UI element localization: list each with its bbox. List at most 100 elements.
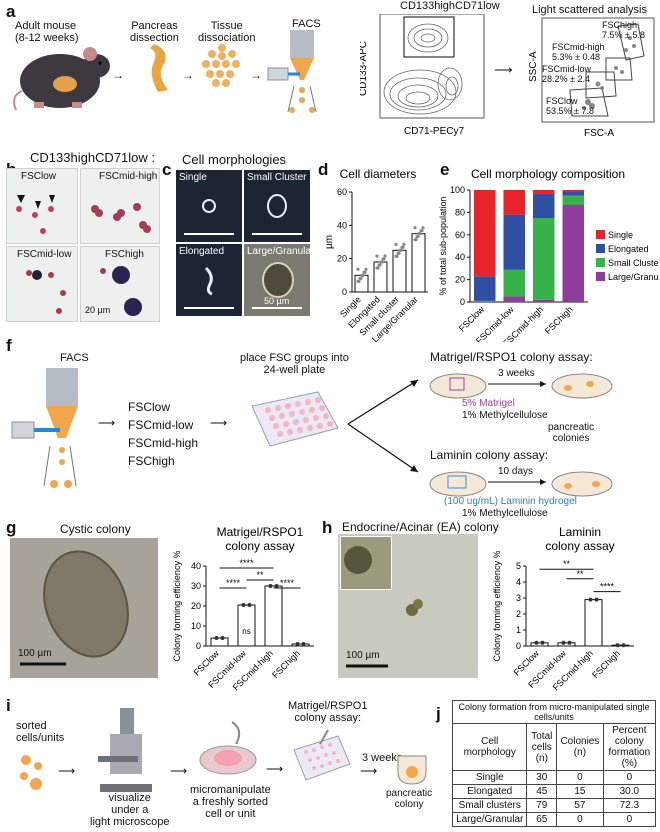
bar: [411, 233, 426, 293]
chart-title: Cell morphology composition: [471, 167, 625, 181]
data-point: [396, 251, 400, 255]
significance-label: **: [256, 570, 264, 580]
cell-image-label: Elongated: [179, 246, 225, 257]
mouse-label: Adult mouse(8-12 weeks): [15, 20, 79, 44]
significance-label: ****: [280, 578, 295, 588]
stacked-bar-segment: [474, 300, 496, 302]
panel-d-label: d: [318, 160, 329, 179]
y-tick-label: 5: [516, 561, 521, 571]
data-point: [394, 254, 398, 258]
matrigel-time: 3 weeks: [498, 368, 535, 379]
pancreatic-colonies-line2: colonies: [552, 433, 590, 444]
pancreatic-colonies-line1: pancreatic: [548, 422, 595, 433]
gate-mid-low-name: FSCmid-low: [542, 64, 592, 74]
gate-mid-high-name: FSCmid-high: [552, 42, 605, 52]
stacked-bar-segment: [533, 190, 555, 194]
data-point: [274, 584, 279, 588]
laminin-methylcellulose: 1% Methylcellulose: [462, 508, 548, 519]
y-tick-label: 0: [516, 641, 521, 651]
sorted-cells-line2: cells/units: [16, 732, 65, 744]
data-point: [247, 603, 252, 607]
mouse-label-line2: (8-12 weeks): [15, 32, 79, 44]
bar: [264, 585, 283, 647]
scatter-y-axis-label: SSC-A: [528, 51, 539, 82]
visualize-line3: light microscope: [90, 816, 170, 828]
table-cell: 15: [556, 784, 604, 799]
y-tick-label: 0: [460, 297, 465, 307]
fsc-group-item: FSChigh: [128, 454, 175, 468]
data-point: [356, 279, 360, 283]
data-point: [358, 276, 362, 280]
table-cell: 0: [556, 770, 604, 785]
cell-image-label: Large/Granular: [247, 246, 310, 257]
data-point: [567, 640, 572, 645]
chart-title-line: colony assay: [545, 539, 614, 553]
arrow-icon: ⟶: [494, 62, 513, 77]
chart-title-line: Matrigel/RSPO1: [217, 525, 304, 539]
y-tick-label: 20: [455, 275, 465, 285]
y-tick-label: 100: [450, 185, 465, 195]
pancreas-label-line1: Pancreas: [131, 20, 178, 32]
table-cell: 0: [602, 770, 657, 785]
data-point: [413, 226, 417, 230]
table-cell: Elongated: [451, 784, 528, 799]
pancreas-icon: [150, 44, 168, 92]
micromanipulate-line3: cell or unit: [205, 808, 256, 820]
plate-label-line2: 24-well plate: [263, 364, 326, 376]
cell-image-label: Small Cluster: [247, 172, 307, 183]
y-tick-label: 40: [191, 561, 201, 571]
table-header: Colonies (n): [556, 723, 604, 771]
micrograph-fsc-high: FSChigh 20 µm: [80, 246, 160, 322]
sorted-cells-line1: sorted: [16, 720, 47, 732]
panel-e-label: e: [440, 160, 450, 179]
scale-bar-label: 20 µm: [85, 305, 111, 315]
24-well-plate-icon: [251, 391, 339, 447]
scale-bar-label: 100 µm: [346, 650, 380, 661]
data-point: [295, 642, 300, 646]
stacked-bar-segment: [474, 190, 496, 277]
panel-c-title: Cell morphologies: [182, 152, 287, 167]
y-tick-label: 1: [516, 625, 521, 635]
y-tick-label: 0: [342, 287, 347, 297]
micrograph-label: FSClow: [21, 171, 57, 182]
data-point: [375, 254, 379, 258]
micrograph-label: FSCmid-high: [99, 171, 158, 182]
arrow-icon: ⟶: [360, 764, 378, 778]
96-well-plate-icon: [293, 730, 351, 781]
legend-swatch: [596, 244, 605, 253]
arrow-icon: →: [112, 68, 124, 82]
table-cell: 45: [526, 784, 558, 799]
stacked-bar-segment: [533, 218, 555, 300]
y-tick-label: 40: [455, 252, 465, 262]
table-title: Colony formation from micro-manipulated …: [452, 700, 656, 724]
y-tick-label: 3: [516, 593, 521, 603]
panel-a-label: a: [6, 2, 16, 21]
legend-swatch: [596, 272, 605, 281]
y-axis-label: % of total sub-population: [438, 196, 448, 295]
arrow-icon: →: [182, 68, 194, 82]
gate-low-name: FSClow: [546, 96, 578, 106]
gate-mid-high-value: 5.3% ± 0.48: [552, 52, 600, 62]
table-header: Percent colony formation (%): [602, 723, 657, 771]
chart-title-line: Laminin: [559, 525, 601, 539]
data-point: [360, 273, 364, 277]
data-point: [621, 643, 626, 648]
significance-label: ****: [239, 558, 254, 568]
matrigel-methylcellulose: 1% Methylcellulose: [462, 410, 548, 421]
tissue-cells-icon: [202, 44, 240, 87]
data-point: [421, 226, 425, 230]
tissue-label-line2: dissociation: [198, 32, 256, 44]
chart-cell-diameters: Cell diameters0204060µmSingleElongatedSm…: [324, 167, 428, 342]
arrow-icon: ⟶: [58, 764, 76, 778]
micrograph-fsc-mid-high: FSCmid-high: [80, 168, 160, 244]
data-point: [402, 242, 406, 246]
arrow-icon: ⟶: [210, 416, 228, 430]
